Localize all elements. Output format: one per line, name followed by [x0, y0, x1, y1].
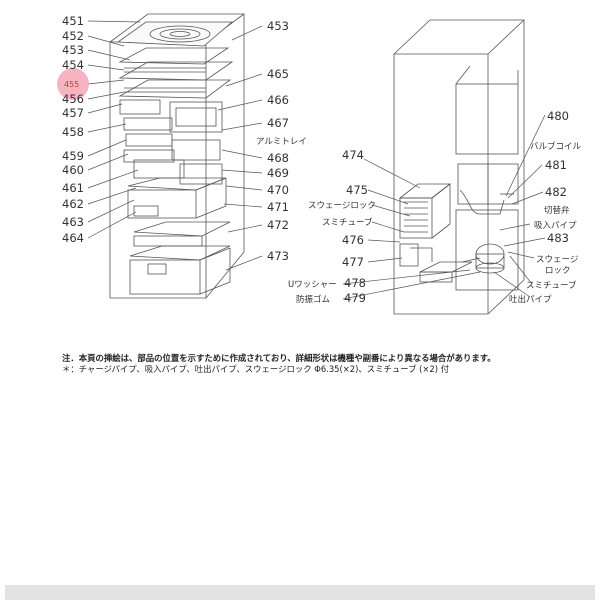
callout-456: 456: [62, 92, 84, 106]
callout-453-left: 453: [62, 43, 84, 57]
callout-471: 471: [267, 200, 289, 214]
callout-468: 468: [267, 151, 289, 165]
callout-476: 476: [342, 233, 364, 247]
callout-469: 469: [267, 166, 289, 180]
mid-callouts: 453 465 466 467 アルミトレイ 468 469 470 471 4…: [256, 19, 307, 263]
callout-477: 477: [342, 255, 364, 269]
callout-452: 452: [62, 29, 84, 43]
callout-462: 462: [62, 197, 84, 211]
label-sumi-tube-left: スミチューブ: [322, 217, 373, 228]
callout-470: 470: [267, 183, 289, 197]
callout-463: 463: [62, 215, 84, 229]
callout-455: 455: [64, 80, 79, 89]
label-swage-lock-left: スウェージロック: [308, 201, 376, 211]
callout-478: 478: [344, 276, 366, 290]
callout-481: 481: [545, 158, 567, 172]
interior-parts-drawing: [109, 13, 245, 299]
callout-464: 464: [62, 231, 84, 245]
label-aluminum-tray: アルミトレイ: [256, 137, 307, 147]
callout-474: 474: [342, 148, 364, 162]
label-switch-valve: 切替弁: [544, 205, 570, 216]
callout-451: 451: [62, 14, 84, 28]
callout-466: 466: [267, 93, 289, 107]
right-callouts: 474 475 スウェージロック スミチューブ 476 477 Uワッシャー 4…: [288, 109, 582, 305]
rear-view-drawing: [393, 19, 525, 315]
callout-483: 483: [547, 231, 569, 245]
left-callouts: 451 452 453 454 455 456 457 458 459 460 …: [62, 14, 84, 245]
label-swage-lock-right-2: ロック: [545, 266, 571, 276]
parts-diagram: 451 452 453 454 455 456 457 458 459 460 …: [57, 13, 582, 315]
callout-460: 460: [62, 163, 84, 177]
callout-467: 467: [267, 116, 289, 130]
callout-459: 459: [62, 149, 84, 163]
callout-479: 479: [344, 291, 366, 305]
callout-482: 482: [545, 185, 567, 199]
label-discharge-pipe: 吐出パイプ: [509, 294, 552, 305]
callout-475: 475: [346, 183, 368, 197]
callout-472: 472: [267, 218, 289, 232]
callout-465: 465: [267, 67, 289, 81]
footer-bar: [5, 585, 595, 600]
mid-leader-lines: [217, 25, 263, 271]
label-swage-lock-right-1: スウェージ: [536, 255, 578, 265]
notes-block: 注．本頁の挿絵は、部品の位置を示すために作成されており、詳細形状は機種や副番によ…: [62, 353, 592, 375]
note-main: 注．本頁の挿絵は、部品の位置を示すために作成されており、詳細形状は機種や副番によ…: [62, 353, 496, 363]
callout-473: 473: [267, 249, 289, 263]
label-suction-pipe: 吸入パイプ: [534, 221, 577, 231]
callout-457: 457: [62, 106, 84, 120]
label-u-washer: Uワッシャー: [288, 280, 337, 290]
highlight-marker: [57, 68, 89, 100]
callout-458: 458: [62, 125, 84, 139]
note-sub: ＊：チャージパイプ、吸入パイプ、吐出パイプ、スウェージロック Φ6.35(×2)…: [62, 364, 450, 374]
callout-454: 454: [62, 58, 84, 72]
left-leader-lines: [87, 20, 141, 239]
label-sumi-tube-right: スミチューブ: [526, 280, 577, 291]
callout-461: 461: [62, 181, 84, 195]
right-leader-lines: [342, 114, 546, 300]
callout-480: 480: [547, 109, 569, 123]
label-valve-coil: バルブコイル: [530, 141, 582, 152]
label-rubber-mount: 防振ゴム: [296, 294, 330, 305]
callout-453-mid: 453: [267, 19, 289, 33]
